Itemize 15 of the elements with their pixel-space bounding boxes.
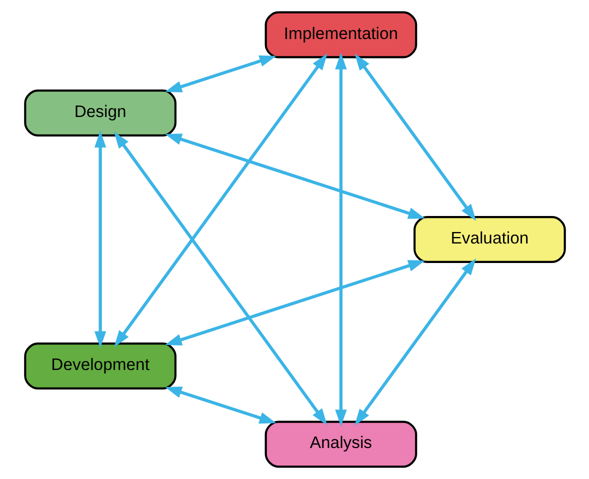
arrow (113, 132, 327, 426)
node-box: Development (24, 342, 176, 390)
node-box: Analysis (264, 420, 417, 468)
arrow (164, 386, 276, 424)
arrow (164, 55, 276, 92)
node-box: Evaluation (413, 216, 566, 263)
arrow (94, 130, 106, 348)
arrow (114, 53, 327, 348)
arrow (334, 52, 346, 426)
arrow (164, 134, 425, 219)
arrow (354, 54, 476, 221)
arrow (354, 258, 476, 426)
node-box: Design (24, 90, 176, 136)
arrow (164, 260, 425, 346)
node-box: Implementation (264, 11, 417, 58)
